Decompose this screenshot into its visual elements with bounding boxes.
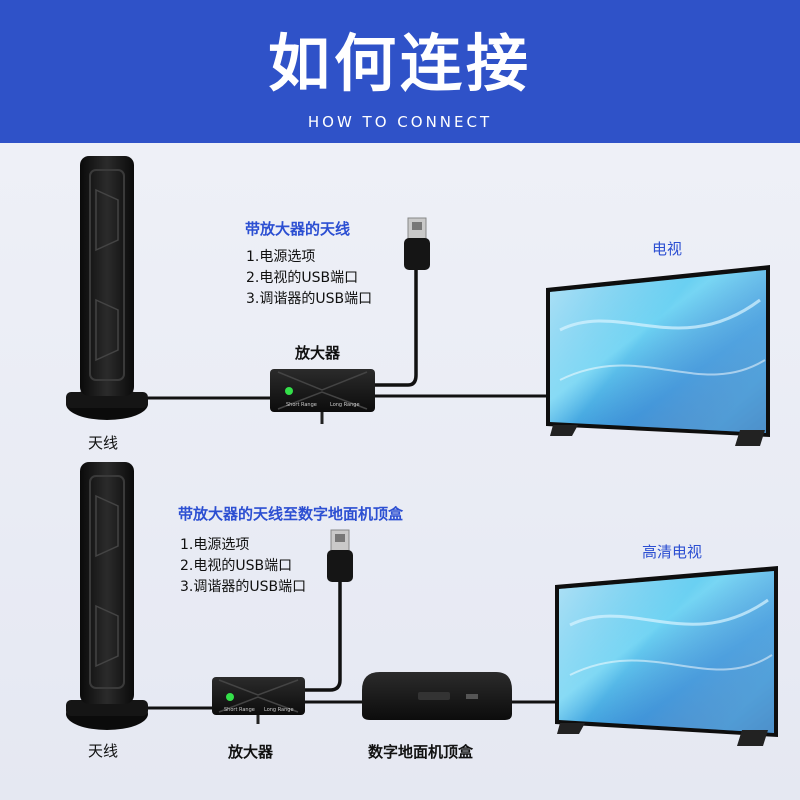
amp2-switch-long: Long Range — [264, 707, 294, 713]
diagram1-tv-label: 电视 — [652, 238, 682, 259]
tv-2 — [555, 566, 778, 746]
antenna-1 — [66, 156, 148, 420]
diagram1-antenna-label: 天线 — [88, 432, 118, 453]
diagram2-tv-label: 高清电视 — [642, 541, 702, 562]
amp2-switch-short: Short Range — [224, 707, 255, 713]
diagram1-step: 2.电视的USB端口 — [246, 268, 372, 289]
diagram2-steps: 1.电源选项 2.电视的USB端口 3.调谐器的USB端口 — [180, 535, 306, 598]
diagram1-step: 3.调谐器的USB端口 — [246, 289, 372, 310]
diagram2-amplifier-label: 放大器 — [228, 741, 273, 762]
tv-1 — [546, 265, 770, 446]
usb-power-cable-1 — [375, 268, 416, 385]
diagram1-amplifier-label: 放大器 — [295, 342, 340, 363]
amp1-switch-long: Long Range — [330, 402, 360, 408]
settop-box — [362, 672, 512, 720]
diagram2-step: 2.电视的USB端口 — [180, 556, 306, 577]
diagram1-heading: 带放大器的天线 — [245, 218, 350, 239]
led-indicator-2 — [226, 693, 234, 701]
antenna-2 — [66, 462, 148, 730]
diagram2-step: 1.电源选项 — [180, 535, 306, 556]
usb-plug-1 — [404, 218, 430, 270]
diagram2-step: 3.调谐器的USB端口 — [180, 577, 306, 598]
diagram1-steps: 1.电源选项 2.电视的USB端口 3.调谐器的USB端口 — [246, 247, 372, 310]
diagram1-step: 1.电源选项 — [246, 247, 372, 268]
diagram2-heading: 带放大器的天线至数字地面机顶盒 — [178, 503, 403, 524]
diagram2-antenna-label: 天线 — [88, 740, 118, 761]
usb-power-cable-2 — [305, 580, 340, 690]
amp1-switch-short: Short Range — [286, 402, 317, 408]
diagram2-settop-label: 数字地面机顶盒 — [368, 741, 473, 762]
usb-plug-2 — [327, 530, 353, 582]
led-indicator-1 — [285, 387, 293, 395]
